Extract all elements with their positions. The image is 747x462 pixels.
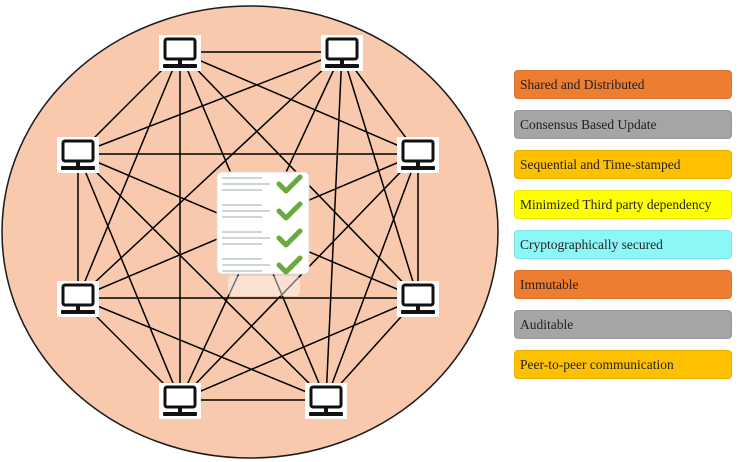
- desktop-computer-icon: [321, 35, 363, 71]
- legend-item-label: Peer-to-peer communication: [520, 356, 674, 372]
- legend-item-label: Sequential and Time-stamped: [520, 156, 681, 172]
- legend-item-label: Cryptographically secured: [520, 236, 663, 252]
- check-icon: [276, 201, 303, 221]
- checklist-document-icon: [216, 171, 310, 296]
- desktop-computer-icon: [159, 383, 201, 419]
- desktop-computer-icon: [397, 281, 439, 317]
- legend-item-label: Auditable: [520, 316, 574, 332]
- desktop-computer-icon: [57, 137, 99, 173]
- legend-item-peer-to-peer: Peer-to-peer communication: [514, 350, 732, 379]
- legend-item-immutable: Immutable: [514, 270, 732, 299]
- desktop-computer-icon: [305, 383, 347, 419]
- document-sheet: [216, 171, 310, 275]
- network-link: [77, 297, 327, 401]
- network-link: [341, 51, 419, 299]
- legend-item-shared-distributed: Shared and Distributed: [514, 70, 732, 99]
- document-reflection: [228, 276, 300, 296]
- desktop-computer-icon: [57, 281, 99, 317]
- legend-item-label: Immutable: [520, 276, 579, 292]
- network-link: [179, 51, 419, 155]
- legend-item-label: Shared and Distributed: [520, 76, 645, 92]
- network-link: [179, 153, 419, 401]
- check-icon: [276, 228, 303, 248]
- legend-item-label: Minimized Third party dependency: [520, 196, 712, 212]
- network-link: [179, 297, 419, 401]
- legend-item-auditable: Auditable: [514, 310, 732, 339]
- check-icon: [276, 255, 303, 275]
- network-link: [325, 51, 343, 401]
- legend-item-minimized-third-party: Minimized Third party dependency: [514, 190, 732, 219]
- network-link: [325, 153, 419, 401]
- check-icon: [276, 174, 303, 194]
- desktop-computer-icon: [397, 137, 439, 173]
- legend-item-label: Consensus Based Update: [520, 116, 657, 132]
- legend-item-cryptographically-secured: Cryptographically secured: [514, 230, 732, 259]
- network-link: [77, 153, 327, 401]
- desktop-computer-icon: [159, 35, 201, 71]
- network-link: [77, 51, 343, 155]
- network-nodes: [57, 35, 439, 419]
- feature-legend: Shared and Distributed Consensus Based U…: [514, 70, 732, 390]
- legend-item-consensus-update: Consensus Based Update: [514, 110, 732, 139]
- legend-item-sequential-timestamped: Sequential and Time-stamped: [514, 150, 732, 179]
- network-link: [77, 51, 343, 299]
